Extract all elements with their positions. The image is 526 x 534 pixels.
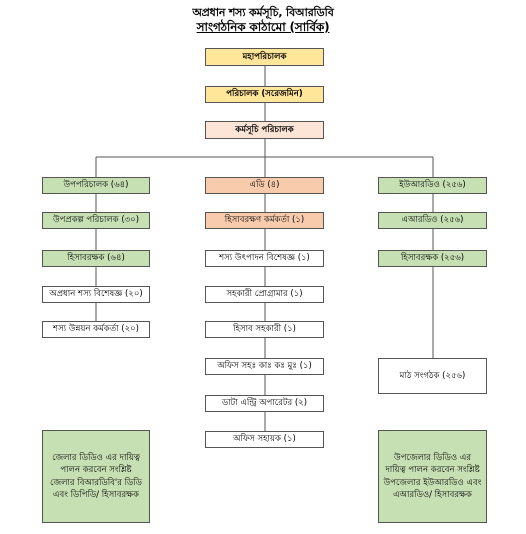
box-urdo: ইউআরডিও (২৫৬) [378, 177, 487, 194]
note-district-ddo: জেলার ডিডিও এর দায়িত্ব পালন করবেন সংশ্ল… [42, 430, 150, 523]
note-upazila-ddo: উপজেলার ডিডিও এর দায়িত্ব পালন করবেন সংশ… [378, 430, 487, 523]
box-data-entry-operator: ডাটা এন্ট্রি অপারেটর (২) [205, 395, 324, 412]
box-ardo: এআরডিও (২৫৬) [378, 212, 487, 229]
box-crop-production-specialist: শস্য উৎপাদন বিশেষজ্ঞ (১) [205, 250, 324, 267]
chart-subtitle: সাংগঠনিক কাঠামো (সার্বিক) [196, 20, 330, 34]
box-deputy-project-director: উপপ্রকল্প পরিচালক (৩০) [42, 212, 150, 229]
box-deputy-director: উপপরিচালক (৬৪) [42, 177, 150, 194]
box-accounts-assistant: হিসাব সহকারী (১) [205, 321, 324, 338]
box-director-field: পরিচালক (সরেজমিন) [205, 86, 324, 103]
box-accountant-upazila: হিসাবরক্ষক (২৫৬) [378, 250, 487, 267]
box-director-general: মহাপরিচালক [205, 48, 324, 66]
chart-title: অপ্রধান শস্য কর্মসূচি, বিআরডিবি [192, 6, 334, 19]
box-office-assistant-typist: অফিস সহঃ কাঃ কঃ মুঃ (১) [205, 358, 324, 375]
box-assistant-programmer: সহকারী প্রোগ্রামার (১) [205, 286, 324, 303]
box-minor-crop-specialist: অপ্রধান শস্য বিশেষজ্ঞ (২০) [42, 286, 150, 303]
box-office-helper: অফিস সহায়ক (১) [205, 431, 324, 448]
box-crop-development-officer: শস্য উন্নয়ন কর্মকর্তা (২০) [42, 321, 150, 338]
box-program-director: কর্মসূচি পরিচালক [205, 121, 324, 139]
box-accounts-officer: হিসাবরক্ষণ কর্মকর্তা (১) [205, 212, 324, 229]
box-field-organizer: মাঠ সংগঠক (২৫৬) [378, 358, 487, 394]
box-ad: এডি (৪) [205, 177, 324, 194]
box-accountant-district: হিসাবরক্ষক (৬৪) [42, 250, 150, 267]
